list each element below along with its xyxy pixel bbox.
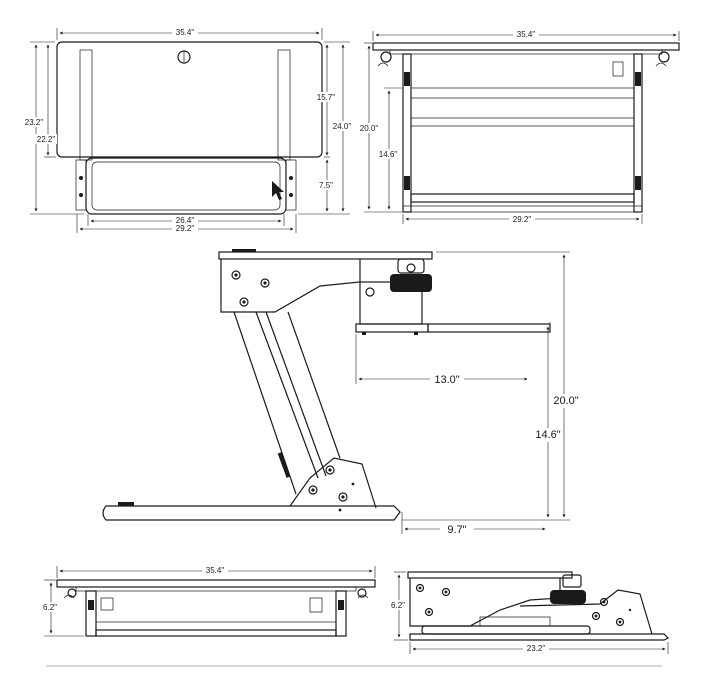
side-desk-top [218,251,433,260]
front-low-left-post [85,590,97,637]
side-height-total-label: 20.0" [553,395,578,407]
side-lower-bracket [289,457,377,509]
top-tray-inner-label: 26.4" [176,216,195,225]
front-low-desk-top [56,579,376,588]
front-tray [410,193,635,203]
front-base-label: 29.2" [513,215,532,224]
side-low-desk-top [407,571,573,579]
top-right-tray-label: 7.5" [319,181,333,190]
side-arm-front [233,311,297,495]
side-low-lower-bracket [519,589,653,635]
side-base-offset-label: 9.7" [447,524,466,536]
side-low-base [409,633,670,641]
side-low-view: 6.2" 23.2" [388,571,670,654]
top-view: 35.4" 23.2" 22.2" 15.7" 24.0" 7.5" 26.4" [23,27,354,233]
side-tray-knob [390,274,432,292]
cursor-icon [272,181,284,200]
top-width-label: 35.4" [176,28,195,37]
side-low-knob [550,590,586,604]
side-low-depth-label: 23.2" [527,644,546,653]
side-low-bracket [409,578,561,627]
top-tray-outer-label: 29.2" [176,224,195,233]
front-height-tray-label: 14.6" [379,150,398,159]
top-depth-total-label: 23.2" [25,118,44,127]
top-depth-top-label: 22.2" [37,135,56,144]
left-bracket [75,159,87,211]
front-height-total-label: 20.0" [360,124,379,133]
front-low-right-post [335,590,347,637]
keyboard-tray-outline [85,157,287,215]
side-low-height-label: 6.2" [391,601,405,610]
top-right-top-label: 15.7" [317,93,336,102]
side-base [102,505,401,521]
front-low-width-label: 35.4" [206,566,225,575]
front-low-view: 35.4" 6.2" [40,565,376,637]
side-height-tray-label: 14.6" [535,429,560,441]
front-width-label: 35.4" [517,30,536,39]
front-desk-top [372,42,680,51]
right-post [277,49,291,161]
front-view: 35.4" 20.0" 14.6" 29.2" [358,29,680,224]
front-low-height-label: 6.2" [43,603,57,612]
side-keyboard-tray [427,323,551,333]
front-low-tray [95,629,337,637]
side-upper-bracket [220,259,361,313]
side-view: 13.0" 20.0" 14.6" 9.7" [102,249,580,536]
top-right-total-label: 24.0" [333,122,352,131]
left-post [79,49,93,161]
side-tray-reach-label: 13.0" [434,374,459,386]
right-bracket [285,159,297,211]
